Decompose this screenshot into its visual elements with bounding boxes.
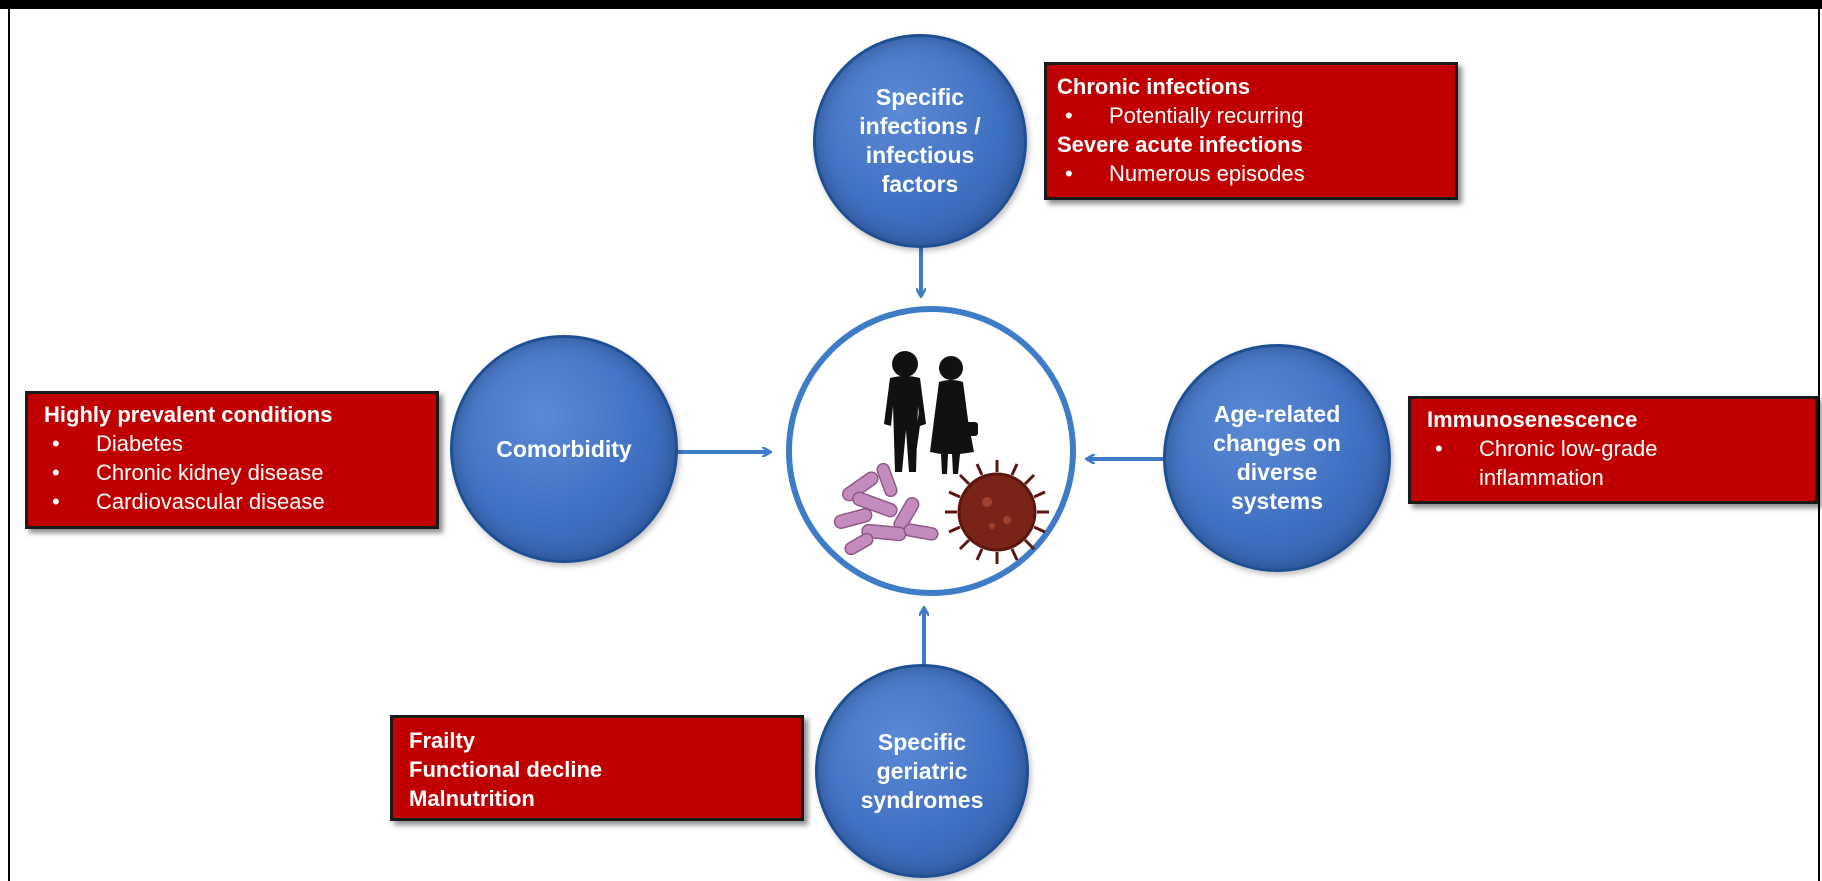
- box-comorbidity-item-ckd: Chronic kidney disease: [44, 458, 420, 487]
- box-immuno-heading: Immunosenescence: [1427, 407, 1638, 432]
- central-hub: [786, 306, 1076, 596]
- node-age-related-line4: systems: [1230, 488, 1324, 514]
- box-geriatric-heading-malnutrition: Malnutrition: [409, 786, 535, 811]
- right-border: [1818, 9, 1820, 881]
- node-geriatric-line3: syndromes: [860, 786, 984, 813]
- node-geriatric: Specific geriatric syndromes: [815, 664, 1029, 878]
- box-infections-item-recurring: Potentially recurring: [1057, 101, 1445, 130]
- node-age-related-line3: diverse: [1236, 459, 1318, 485]
- node-geriatric-line1: Specific: [877, 728, 967, 755]
- node-age-related-line2: changes on: [1213, 430, 1341, 456]
- virus-icon: [945, 460, 1049, 564]
- node-comorbidity: Comorbidity: [450, 335, 678, 563]
- node-infections-line2: infections /: [859, 113, 981, 139]
- box-comorbidity-item-cvd: Cardiovascular disease: [44, 487, 420, 516]
- box-comorbidity: Highly prevalent conditions Diabetes Chr…: [25, 391, 439, 529]
- node-infections-line4: factors: [881, 171, 959, 197]
- box-infections-heading-chronic: Chronic infections: [1057, 74, 1251, 99]
- node-comorbidity-label: Comorbidity: [496, 435, 632, 462]
- node-age-related: Age-related changes on diverse systems: [1163, 344, 1391, 572]
- box-immunosenescence: Immunosenescence Chronic low-grade infla…: [1408, 396, 1818, 504]
- box-immuno-item-line1: Chronic low-grade: [1427, 434, 1799, 463]
- box-immuno-item-line2: inflammation: [1479, 465, 1604, 490]
- top-border: [0, 0, 1822, 9]
- bacteria-icon: [833, 462, 939, 556]
- box-comorbidity-item-diabetes: Diabetes: [44, 429, 420, 458]
- node-infections: Specific infections / infectious factors: [813, 34, 1027, 248]
- elderly-couple-icon: [884, 351, 978, 474]
- node-infections-line1: Specific: [875, 84, 965, 110]
- box-comorbidity-heading: Highly prevalent conditions: [44, 402, 333, 427]
- box-geriatric-heading-functional: Functional decline: [409, 757, 603, 782]
- box-infections: Chronic infections Potentially recurring…: [1044, 62, 1458, 200]
- box-infections-heading-acute: Severe acute infections: [1057, 132, 1303, 157]
- node-geriatric-line2: geriatric: [876, 757, 968, 784]
- node-infections-line3: infectious: [865, 142, 975, 168]
- box-infections-item-episodes: Numerous episodes: [1057, 159, 1445, 188]
- box-geriatric-heading-frailty: Frailty: [409, 728, 476, 753]
- box-geriatric: Frailty Functional decline Malnutrition: [390, 715, 804, 821]
- node-age-related-line1: Age-related: [1213, 401, 1341, 427]
- left-border: [8, 9, 10, 881]
